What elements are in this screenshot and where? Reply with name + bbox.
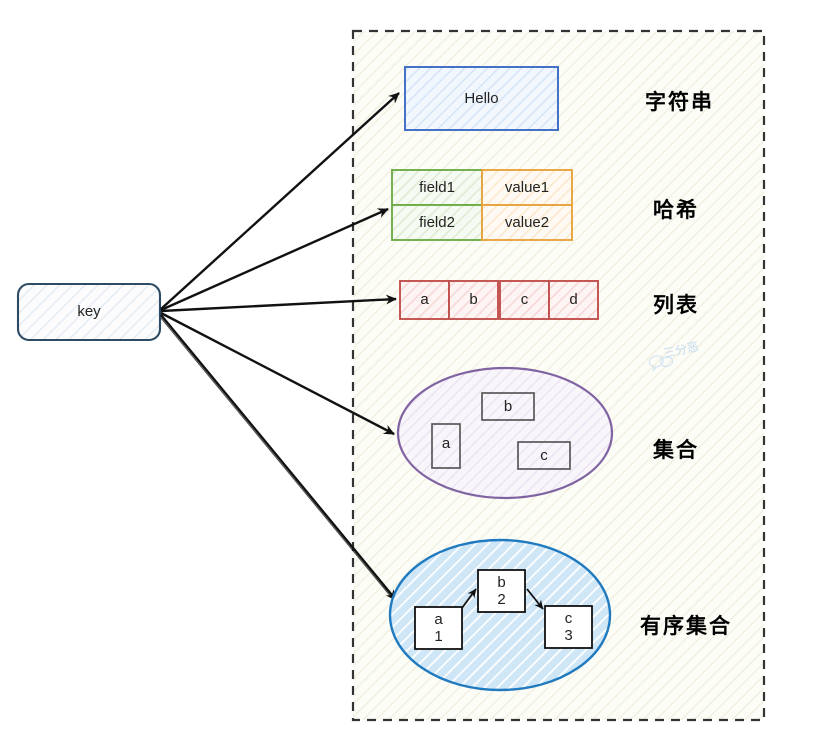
- key-node[interactable]: [16, 282, 162, 342]
- arrow-to-hash: [160, 207, 389, 312]
- arrow-to-string: [160, 92, 400, 310]
- zset-link-b-c: [526, 588, 544, 610]
- arrow-group: [160, 92, 400, 601]
- hash-field-cell-0: [391, 169, 483, 206]
- set-member-box-c: [517, 441, 571, 470]
- arrow-to-list: [160, 294, 397, 313]
- list-cell-3: [548, 280, 599, 320]
- arrow-to-zset: [160, 314, 397, 601]
- hash-table: [391, 169, 573, 241]
- hash-value-cell-0: [481, 169, 573, 206]
- zset-member-box-a: [414, 606, 463, 650]
- string-box: [404, 66, 559, 131]
- zset-link-a-b: [461, 588, 477, 609]
- set-member-box-b: [481, 392, 535, 421]
- hash-value-cell-1: [481, 204, 573, 241]
- list-cell-1: [448, 280, 499, 320]
- hash-field-cell-1: [391, 204, 483, 241]
- set-ellipse: [396, 366, 614, 500]
- list-cell-0: [399, 280, 450, 320]
- arrow-to-zset-ghost: [160, 317, 393, 599]
- set-member-box-a: [431, 423, 461, 469]
- list-cell-2: [499, 280, 550, 320]
- zset-member-box-c: [544, 605, 593, 649]
- zset-ellipse: [388, 538, 612, 692]
- list-cells: [399, 280, 599, 320]
- arrow-to-set: [160, 311, 395, 436]
- zset-member-box-b: [477, 569, 526, 613]
